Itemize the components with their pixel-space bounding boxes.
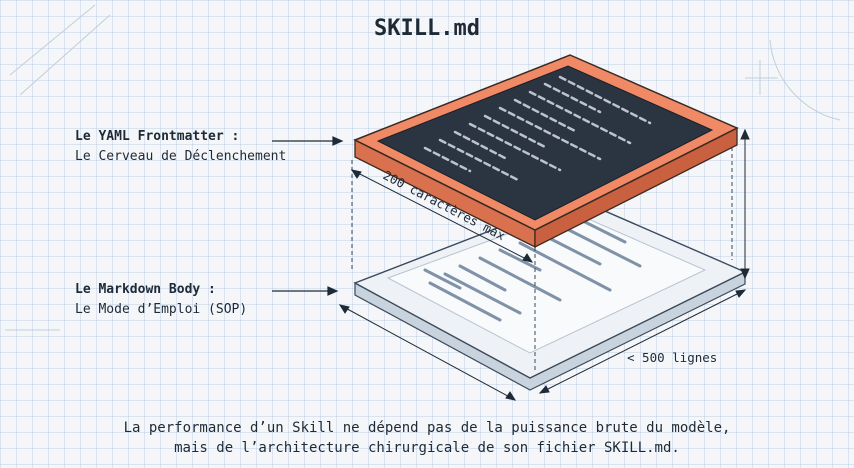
markdown-text-lines <box>423 220 642 322</box>
yaml-code-lines <box>423 75 652 183</box>
markdown-limit-text: < 500 lignes <box>627 350 718 365</box>
label-arrows <box>272 136 344 296</box>
markdown-label: Le Markdown Body : Le Mode d’Emploi (SOP… <box>75 280 247 320</box>
height-arrow <box>740 128 750 280</box>
footer-line-1: La performance d’un Skill ne dépend pas … <box>123 420 731 436</box>
markdown-subtitle: Le Mode d’Emploi (SOP) <box>75 302 248 317</box>
markdown-heading: Le Markdown Body : <box>75 282 216 297</box>
yaml-layer <box>353 54 739 249</box>
markdown-dimension-arrows <box>338 289 747 401</box>
yaml-label: Le YAML Frontmatter : Le Cerveau de Décl… <box>75 127 286 167</box>
yaml-heading: Le YAML Frontmatter : <box>75 129 240 144</box>
markdown-layer <box>353 197 747 391</box>
decorative-sketch-lines <box>5 4 841 331</box>
yaml-subtitle: Le Cerveau de Déclenchement <box>75 149 287 164</box>
page-title: SKILL.md <box>374 16 480 41</box>
yaml-dimension-arrow <box>350 169 534 263</box>
projection-lines <box>351 140 733 372</box>
footer-caption: La performance d’un Skill ne dépend pas … <box>0 418 854 458</box>
footer-line-2: mais de l’architecture chirurgicale de s… <box>174 440 680 456</box>
